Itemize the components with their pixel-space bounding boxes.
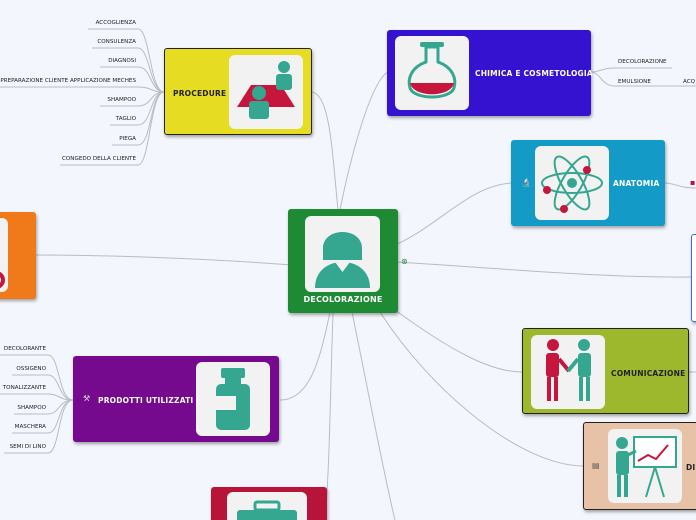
- tools-icon: ⚒: [83, 394, 91, 403]
- procedure-item[interactable]: PIEGA: [119, 136, 136, 142]
- chart-icon: ▤: [592, 461, 600, 470]
- node-procedure[interactable]: PROCEDURE: [164, 48, 312, 135]
- node-procedure-label: PROCEDURE: [173, 89, 227, 98]
- woman-icon: [305, 216, 380, 292]
- chimica-item[interactable]: DECOLORAZIONE: [618, 59, 667, 65]
- node-bottom-partial[interactable]: [211, 487, 327, 520]
- bottle-icon: [196, 362, 270, 436]
- meeting-icon: [229, 55, 303, 129]
- microscope-icon: 🔬: [521, 178, 531, 187]
- procedure-item[interactable]: CONSULENZA: [97, 39, 136, 45]
- node-central[interactable]: DECOLORAZIONE: [288, 209, 398, 313]
- link-icon[interactable]: ⊛: [401, 257, 408, 266]
- partial-image-icon: [0, 218, 8, 292]
- chimica-subitem[interactable]: ACQ: [683, 79, 696, 85]
- node-diritto-label: DI: [686, 463, 696, 472]
- node-comunicazione[interactable]: COMUNICAZIONE: [522, 328, 689, 414]
- prodotti-item[interactable]: OSSIGENO: [16, 366, 46, 372]
- prodotti-item[interactable]: SHAMPOO: [17, 405, 46, 411]
- node-chimica[interactable]: CHIMICA E COSMETOLOGIA: [387, 30, 593, 116]
- procedure-item[interactable]: PREPARAZIONE CLIENTE APPLICAZIONE MECHES: [0, 78, 136, 84]
- node-comunicazione-label: COMUNICAZIONE: [611, 369, 686, 378]
- node-diritto[interactable]: ▤ DI: [583, 422, 696, 510]
- prodotti-item[interactable]: SEMI DI LINO: [9, 444, 46, 450]
- node-orange-partial[interactable]: [0, 212, 36, 299]
- handshake-icon: [531, 335, 605, 409]
- node-prodotti-label: PRODOTTI UTILIZZATI: [98, 396, 194, 405]
- procedure-item[interactable]: CONGEDO DELLA CLIENTE: [62, 156, 136, 162]
- atom-icon: [535, 146, 609, 220]
- procedure-item[interactable]: TAGLIO: [115, 116, 136, 122]
- node-central-label: DECOLORAZIONE: [303, 295, 383, 304]
- procedure-item[interactable]: DIAGNOSI: [108, 58, 136, 64]
- presentation-icon: [608, 429, 682, 503]
- node-chimica-label: CHIMICA E COSMETOLOGIA: [475, 69, 593, 78]
- prodotti-item[interactable]: MASCHERA: [14, 424, 46, 430]
- prodotti-item[interactable]: TONALIZZANTE: [2, 385, 46, 391]
- node-anatomia[interactable]: 🔬 ANATOMIA: [511, 140, 665, 226]
- anatomy-extra-icon: ▪: [690, 178, 696, 187]
- chimica-item[interactable]: EMULSIONE: [618, 79, 651, 85]
- procedure-item[interactable]: SHAMPOO: [107, 97, 136, 103]
- prodotti-item[interactable]: DECOLORANTE: [3, 346, 46, 352]
- node-right-partial[interactable]: [691, 234, 696, 322]
- node-prodotti[interactable]: ⚒ PRODOTTI UTILIZZATI: [73, 356, 279, 442]
- flask-icon: [395, 36, 469, 110]
- node-anatomia-label: ANATOMIA: [613, 179, 660, 188]
- procedure-item[interactable]: ACCOGLIENZA: [95, 20, 136, 26]
- briefcase-icon: [227, 492, 307, 520]
